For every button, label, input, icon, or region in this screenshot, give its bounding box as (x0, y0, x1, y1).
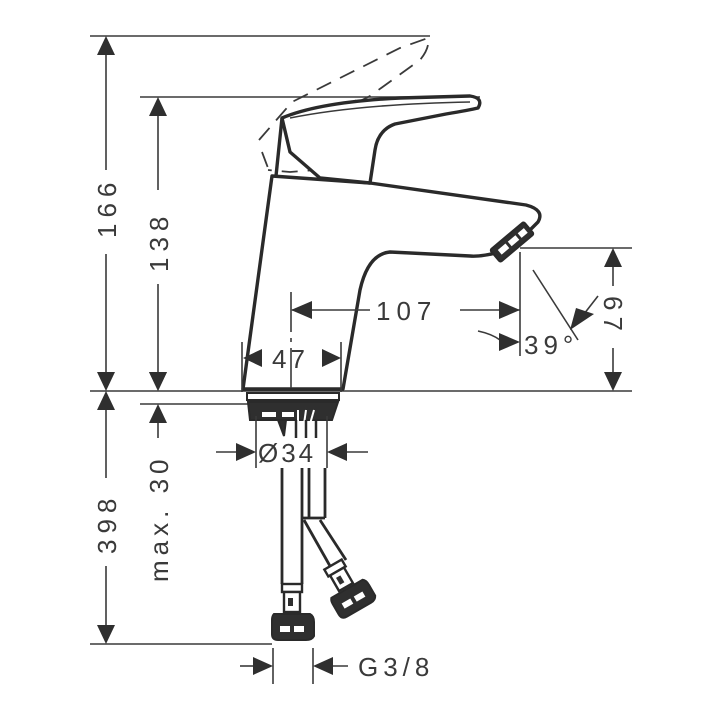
faucet-body (241, 94, 542, 391)
label-398: 398 (92, 493, 122, 554)
dimension-diameter-34: Ø34 (216, 416, 368, 468)
supply-hoses (271, 468, 377, 641)
label-67: 67 (598, 296, 628, 337)
label-138: 138 (144, 211, 174, 272)
dimension-398-below-deck: 398 (92, 391, 122, 644)
label-107: 107 (376, 296, 437, 326)
label-g3-8: G3/8 (358, 652, 434, 682)
angled-hose-fitting (322, 557, 377, 619)
dimension-166-total-height: 166 (92, 36, 122, 391)
label-diameter-34: Ø34 (258, 438, 316, 468)
aerator (489, 221, 535, 263)
label-max-30: max. 30 (144, 455, 174, 583)
dimension-107-spout-projection: 107 (290, 252, 521, 388)
straight-hose-fitting (271, 582, 315, 641)
label-47: 47 (272, 344, 309, 374)
dimension-47-base-width: 47 (241, 342, 342, 392)
dimension-max-30-deck-thickness: max. 30 (144, 372, 174, 582)
dimension-67-outlet-height: 67 (598, 248, 628, 391)
dimension-138-height: 138 (144, 97, 174, 391)
dimension-39-degree-angle: 39° (477, 269, 599, 360)
mounting-assembly (246, 392, 340, 438)
label-39-degrees: 39° (524, 330, 578, 360)
label-166: 166 (92, 177, 122, 238)
dimension-g3-8-thread: G3/8 (240, 648, 434, 684)
